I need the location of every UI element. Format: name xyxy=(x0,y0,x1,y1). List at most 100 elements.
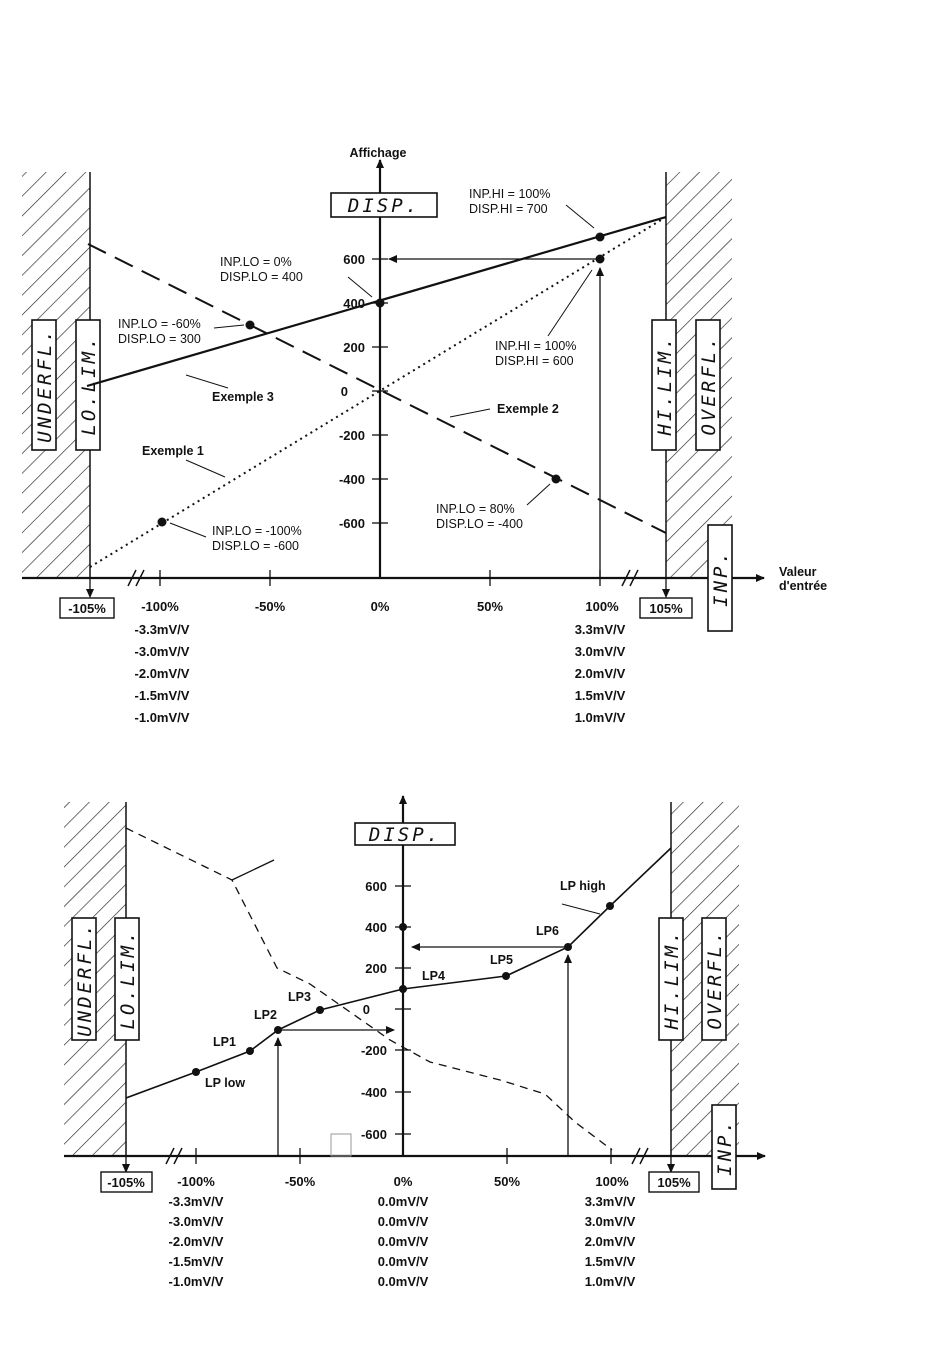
mv-label: 2.0mV/V xyxy=(585,1234,636,1249)
annotation: DISP.LO = -600 xyxy=(212,539,299,553)
mv-label: 0.0mV/V xyxy=(378,1194,429,1209)
plus-105-label: 105% xyxy=(649,601,683,616)
disp-display: DISP. xyxy=(368,824,441,846)
x-tick-label: 50% xyxy=(494,1174,520,1189)
mv-label: 3.3mV/V xyxy=(575,622,626,637)
annotation: DISP.HI = 700 xyxy=(469,202,548,216)
annotation: INP.HI = 100% xyxy=(469,187,550,201)
x-tick-label: -50% xyxy=(255,599,286,614)
mv-label: 0.0mV/V xyxy=(378,1214,429,1229)
mv-label: 3.0mV/V xyxy=(585,1214,636,1229)
mv-label: -1.0mV/V xyxy=(135,710,190,725)
dashed-curve xyxy=(125,827,613,1151)
example-label: Exemple 1 xyxy=(142,444,204,458)
point xyxy=(399,985,407,993)
mv-label: 1.0mV/V xyxy=(575,710,626,725)
point xyxy=(564,943,572,951)
annotation: DISP.HI = 600 xyxy=(495,354,574,368)
y-tick-label: 200 xyxy=(365,961,387,976)
mv-label: 0.0mV/V xyxy=(378,1234,429,1249)
x-tick-label: -50% xyxy=(285,1174,316,1189)
x-tick-label: 0% xyxy=(394,1174,413,1189)
mv-label: -3.3mV/V xyxy=(135,622,190,637)
y-tick-label: 0 xyxy=(363,1002,370,1017)
y-axis-title: Affichage xyxy=(350,146,407,160)
mv-label: 3.0mV/V xyxy=(575,644,626,659)
point xyxy=(245,320,255,330)
point xyxy=(246,1047,254,1055)
point xyxy=(595,232,605,242)
example-1-line xyxy=(89,216,667,568)
underfl-display: UNDERFL. xyxy=(34,327,56,443)
mv-label: -2.0mV/V xyxy=(135,666,190,681)
y-tick-label: -600 xyxy=(361,1127,387,1142)
point xyxy=(502,972,510,980)
example-label: Exemple 3 xyxy=(212,390,274,404)
mv-label: -2.0mV/V xyxy=(169,1234,224,1249)
y-tick-label: 600 xyxy=(343,252,365,267)
mv-label: 2.0mV/V xyxy=(575,666,626,681)
mv-label: -1.5mV/V xyxy=(135,688,190,703)
diagram-2: 600 400 200 0 -200 -400 -600 -100% -50% … xyxy=(64,795,766,1289)
underfl-display: UNDERFL. xyxy=(74,921,96,1037)
point xyxy=(375,298,385,308)
example-2-line xyxy=(87,243,667,534)
inp-display: INP. xyxy=(710,549,732,607)
point-label: LP low xyxy=(205,1076,245,1090)
y-tick-label: -200 xyxy=(361,1043,387,1058)
mv-label: -1.0mV/V xyxy=(169,1274,224,1289)
y-tick-label: 400 xyxy=(365,920,387,935)
point xyxy=(551,474,561,484)
point-label: LP4 xyxy=(422,969,445,983)
point-label: LP3 xyxy=(288,990,311,1004)
annotation: DISP.LO = 300 xyxy=(118,332,201,346)
point xyxy=(606,902,614,910)
y-tick-label: 200 xyxy=(343,340,365,355)
point-label: LP2 xyxy=(254,1008,277,1022)
x-tick-label: -100% xyxy=(141,599,179,614)
point-label: LP6 xyxy=(536,924,559,938)
linearization-curve xyxy=(125,847,672,1099)
inp-display: INP. xyxy=(714,1118,736,1176)
point xyxy=(399,923,407,931)
point-label: LP high xyxy=(560,879,606,893)
example-label: Exemple 2 xyxy=(497,402,559,416)
point xyxy=(274,1026,282,1034)
x-tick-label: 0% xyxy=(371,599,390,614)
annotation: DISP.LO = 400 xyxy=(220,270,303,284)
mv-label: 1.0mV/V xyxy=(585,1274,636,1289)
mv-label: -3.0mV/V xyxy=(135,644,190,659)
mv-label: 0.0mV/V xyxy=(378,1274,429,1289)
annotation: INP.LO = 0% xyxy=(220,255,292,269)
annotation: INP.LO = -100% xyxy=(212,524,302,538)
x-tick-label: -100% xyxy=(177,1174,215,1189)
overfl-display: OVERFL. xyxy=(704,928,726,1029)
hilim-display: HI.LIM. xyxy=(661,928,683,1030)
x-tick-label: 100% xyxy=(595,1174,629,1189)
x-axis-title: d'entrée xyxy=(779,579,827,593)
mv-label: 1.5mV/V xyxy=(575,688,626,703)
mv-label: -3.3mV/V xyxy=(169,1194,224,1209)
mv-label: -3.0mV/V xyxy=(169,1214,224,1229)
plus-105-label: 105% xyxy=(657,1175,691,1190)
annotation: INP.LO = 80% xyxy=(436,502,515,516)
annotation: DISP.LO = -400 xyxy=(436,517,523,531)
annotation: INP.LO = -60% xyxy=(118,317,201,331)
mv-label: 3.3mV/V xyxy=(585,1194,636,1209)
mv-label: -1.5mV/V xyxy=(169,1254,224,1269)
y-tick-label: -600 xyxy=(339,516,365,531)
overfl-display: OVERFL. xyxy=(698,334,720,435)
x-tick-label: 100% xyxy=(585,599,619,614)
y-tick-label: -400 xyxy=(339,472,365,487)
diagram-1: 600 400 200 0 -200 -400 -600 -100% -50% … xyxy=(22,146,827,725)
mv-label: 0.0mV/V xyxy=(378,1254,429,1269)
x-axis-title: Valeur xyxy=(779,565,817,579)
y-tick-label: -200 xyxy=(339,428,365,443)
lolim-display: LO.LIM. xyxy=(117,928,139,1029)
mv-label: 1.5mV/V xyxy=(585,1254,636,1269)
point-label: LP1 xyxy=(213,1035,236,1049)
x-tick-label: 50% xyxy=(477,599,503,614)
y-tick-label: 0 xyxy=(341,384,348,399)
disp-display: DISP. xyxy=(347,195,420,217)
